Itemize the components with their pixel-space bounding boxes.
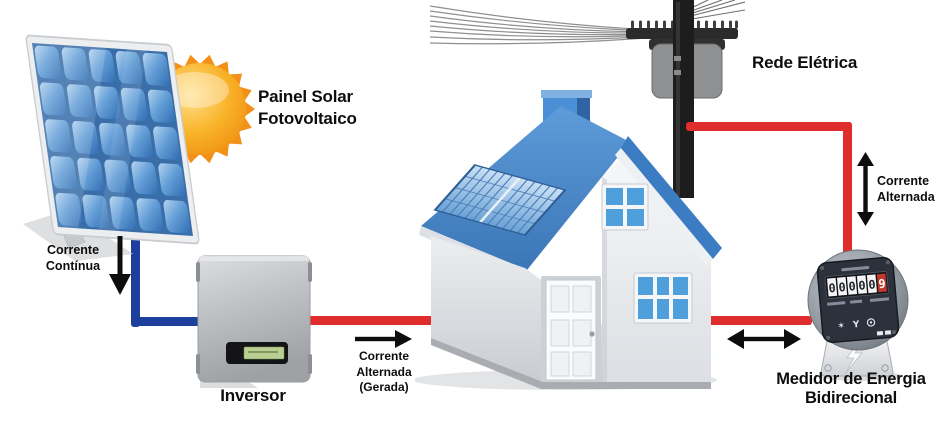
- svg-text:Y: Y: [852, 320, 861, 331]
- ac-generated-arrow-right-icon: [355, 330, 412, 348]
- dc-current-label: Corrente Contínua: [38, 243, 108, 274]
- solar-panel-graphic: [23, 34, 255, 261]
- ac-grid-double-arrow-vertical-icon: [857, 152, 874, 226]
- ac-wire-grid-horizontal: [686, 122, 852, 131]
- utility-pole-graphic: [430, 0, 745, 198]
- door-icon: [541, 276, 601, 382]
- svg-text:0: 0: [828, 281, 836, 296]
- meter-label-line2: Bidirecional: [804, 389, 898, 407]
- ac-wire-house-meter: [704, 316, 812, 325]
- roof-front-trim: [615, 148, 713, 266]
- pole-icon: [673, 0, 694, 198]
- dc-current-label-line1: Corrente: [46, 243, 100, 257]
- svg-text:✶: ✶: [837, 321, 845, 332]
- ac-wire-inverter-house: [308, 316, 443, 325]
- inverter-graphic: [196, 255, 312, 388]
- roof-front-band: [621, 136, 722, 259]
- inverter-display-icon: [226, 342, 288, 364]
- dc-wire-horizontal: [131, 317, 205, 326]
- svg-text:0: 0: [848, 279, 856, 294]
- ac-grid-label-line2: Alternada: [877, 189, 935, 204]
- dc-arrow-down-icon: [109, 236, 131, 295]
- front-window-icon: [633, 272, 693, 324]
- roof-solar-array-icon: [433, 164, 567, 236]
- foundation: [431, 338, 711, 389]
- house-graphic: [415, 90, 722, 390]
- ac-wire-grid-vertical: [843, 122, 852, 270]
- gable-window-icon: [601, 183, 649, 231]
- meter-dial-icons: ✶Y: [837, 318, 876, 332]
- svg-text:0: 0: [868, 277, 876, 292]
- meter-label-line1: Medidor de Energia: [776, 370, 926, 388]
- ac-generated-label-line1: Corrente: [358, 349, 409, 363]
- ac-generated-label: Corrente Alternada (Gerada): [343, 349, 425, 396]
- ac-grid-label: Corrente Alternada: [877, 174, 943, 205]
- svg-text:0: 0: [838, 280, 846, 295]
- inverter-label: Inversor: [220, 386, 286, 405]
- ac-generated-label-line2: Alternada: [356, 364, 412, 379]
- panel-label: Painel Solar Fotovoltaico: [258, 86, 357, 130]
- meter-label: Medidor de Energia Bidirecional: [761, 370, 941, 408]
- svg-text:9: 9: [878, 277, 886, 292]
- meter-odometer: 0 0 0 0 0 9: [827, 273, 887, 297]
- dc-current-label-line2: Contínua: [45, 258, 101, 273]
- ac-grid-label-line1: Corrente: [877, 174, 930, 188]
- meter-face-icon: 0 0 0 0 0 9 ✶Y: [816, 256, 900, 344]
- pv-panel-icon: [25, 34, 200, 245]
- ac-generated-label-line3: (Gerada): [359, 380, 409, 394]
- meter-graphic: 0 0 0 0 0 9 ✶Y: [807, 249, 909, 381]
- panel-label-line1: Painel Solar: [258, 87, 353, 106]
- panel-label-line2: Fotovoltaico: [258, 109, 357, 128]
- power-wires-icon: [430, 5, 661, 45]
- svg-text:0: 0: [858, 278, 866, 293]
- bidirectional-arrow-horizontal-icon: [727, 329, 801, 349]
- dc-wire-vertical: [131, 210, 140, 327]
- grid-label: Rede Elétrica: [752, 53, 858, 72]
